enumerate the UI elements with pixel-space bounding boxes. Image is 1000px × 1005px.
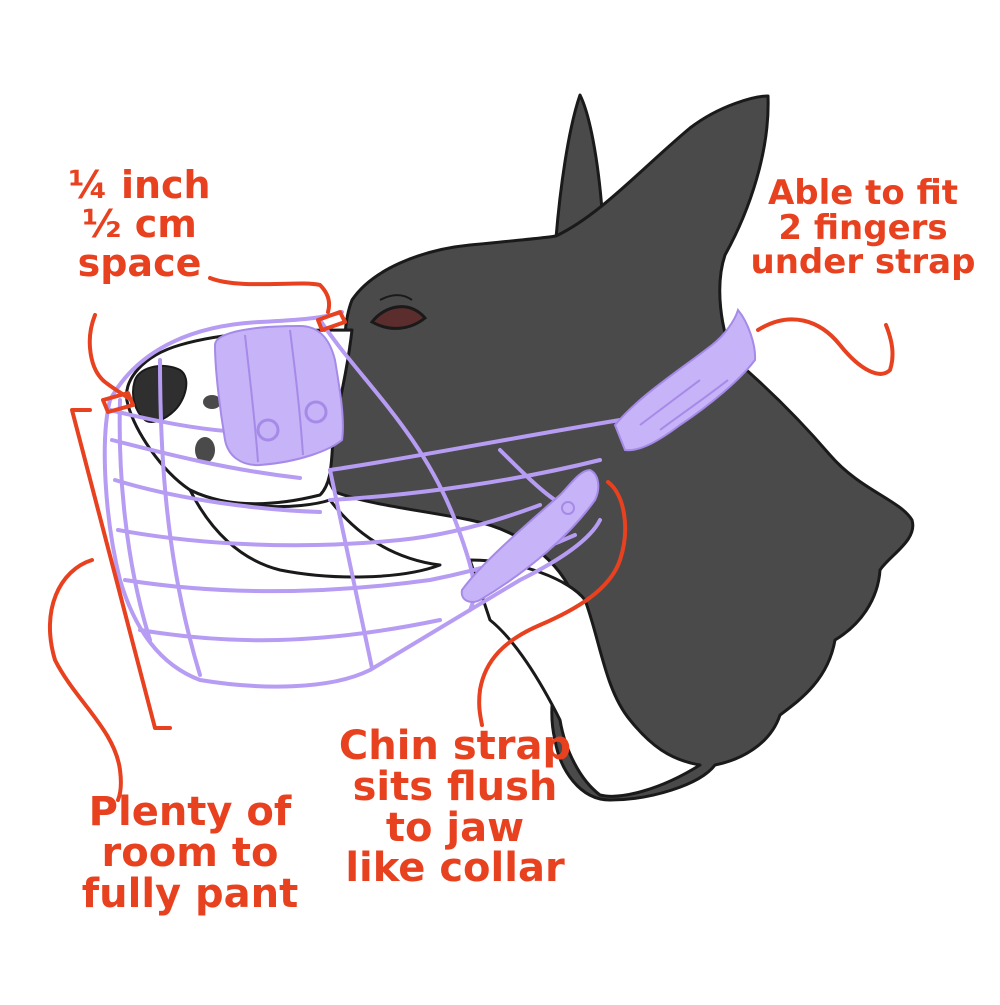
spacing-marker [316, 310, 347, 332]
basket-muzzle [102, 310, 622, 689]
chin-leader-line [477, 480, 628, 727]
spacing-line-3: space [77, 240, 202, 285]
chin-line-3: to jaw [385, 804, 525, 851]
muzzle-head-strap [613, 307, 757, 452]
chin-annotation: Chin strap sits flush to jaw like collar [330, 726, 580, 889]
dog-lower-jaw [188, 488, 442, 579]
muzzle-rib [158, 358, 202, 677]
dog-illustration [125, 93, 915, 802]
pant-line-2: room to [101, 829, 279, 876]
pant-leader-line [47, 558, 123, 802]
muzzle-rib [116, 503, 542, 548]
fingers-line-1: Able to fit [767, 173, 959, 213]
muzzle-rib [328, 468, 374, 670]
dog-snout-spot [195, 437, 215, 463]
spacing-marker [101, 391, 135, 414]
muzzle-rib [138, 618, 442, 643]
spacing-annotation: ¼ inch ½ cm space [52, 166, 227, 282]
annotation-lines [47, 276, 895, 802]
pant-line-1: Plenty of [88, 789, 292, 835]
spacing-leader-line [208, 276, 331, 314]
pant-bracket [70, 408, 172, 730]
muzzle-rib [117, 398, 152, 642]
dog-eye [369, 305, 428, 330]
muzzle-rivet [256, 418, 280, 442]
spacing-line-1: ¼ inch [68, 163, 211, 207]
dog-back-ear [554, 93, 604, 240]
chin-line-4: like collar [345, 845, 565, 892]
pant-annotation: Plenty of room to fully pant [60, 792, 320, 914]
muzzle-rivet [304, 400, 328, 424]
muzzle-side-wire [318, 318, 457, 522]
muzzle-rivet [561, 501, 575, 515]
fingers-line-2: 2 fingers [778, 207, 948, 248]
chin-line-2: sits flush [352, 763, 558, 810]
dog-eyebrow [379, 294, 413, 301]
muzzle-cage-outline [102, 398, 602, 689]
fingers-annotation: Able to fit 2 fingers under strap [748, 176, 978, 280]
dog-head [324, 94, 915, 802]
fingers-line-3: under strap [750, 242, 976, 283]
muzzle-rib [110, 438, 302, 480]
spacing-leader-line [87, 313, 130, 400]
muzzle-chin-strap [460, 468, 600, 603]
spacing-line-2: ½ cm [82, 201, 197, 246]
muzzle-side-wire [328, 418, 622, 472]
pant-line-3: fully pant [81, 870, 299, 917]
fingers-leader-line [756, 317, 895, 376]
muzzle-cage-top [108, 310, 344, 402]
muzzle-rib [113, 478, 322, 514]
dog-snout-spot [203, 395, 221, 409]
muzzle-side-wire [328, 458, 602, 502]
chin-line-1: Chin strap [338, 723, 572, 769]
muzzle-nose-pad [213, 324, 344, 467]
muzzle-side-wire [498, 448, 557, 502]
